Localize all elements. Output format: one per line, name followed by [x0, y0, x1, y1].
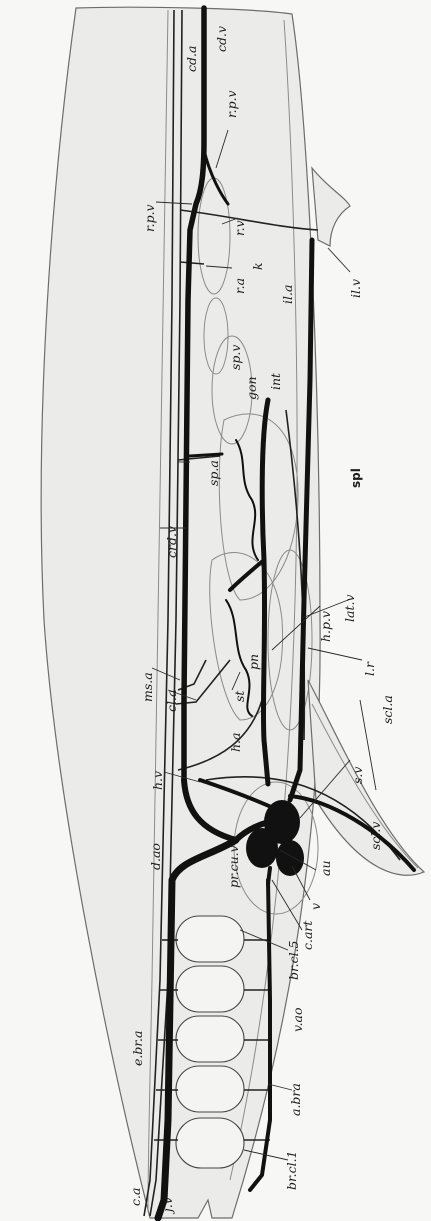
- label-gon: gon: [244, 376, 259, 400]
- label-ilv: il.v: [348, 279, 363, 298]
- label-sv: s.v: [350, 767, 365, 784]
- label-crdv: crd.v: [164, 526, 179, 558]
- label-rpv-right: r.p.v: [224, 90, 239, 118]
- splenic-vein: [190, 454, 222, 456]
- label-abra: a.bra: [288, 1083, 303, 1116]
- label-ca: c.a: [128, 1188, 143, 1206]
- label-ra: r.a: [232, 278, 247, 294]
- label-k: k: [250, 262, 265, 270]
- label-rpv-left: r.p.v: [142, 204, 157, 232]
- label-brcl5: br.cl.5: [286, 940, 301, 980]
- gill-slit-1: [176, 1118, 244, 1168]
- label-cd-a: cd.a: [184, 46, 199, 72]
- label-hv: h.v: [150, 771, 165, 790]
- label-au: au: [318, 860, 333, 876]
- gill-slits: [176, 916, 244, 1168]
- label-scla: scl.a: [380, 695, 395, 724]
- label-hpv: h.p.v: [318, 611, 333, 642]
- label-spv: sp.v: [228, 345, 243, 370]
- label-cd-v: cd.v: [214, 26, 229, 52]
- ventricle: [276, 840, 304, 876]
- pelvic-fin: [312, 168, 350, 246]
- label-ha: h.a: [228, 733, 243, 752]
- label-prcuv: pr.cu.v: [226, 845, 241, 888]
- pectoral-fin: [308, 680, 424, 875]
- gill-slit-2: [176, 1066, 244, 1112]
- label-spl: spl: [349, 468, 363, 488]
- auricle: [246, 828, 278, 868]
- conus-arteriosus: [268, 868, 270, 884]
- label-rv: r.v: [232, 220, 247, 236]
- label-ila: il.a: [280, 285, 295, 304]
- label-vao: v.ao: [290, 1007, 305, 1032]
- gill-slit-3: [176, 1016, 244, 1062]
- label-cart: c.art: [300, 920, 315, 950]
- label-ebra: e.br.a: [130, 1031, 145, 1066]
- leader-ilv: [328, 248, 350, 272]
- label-lr: l.r: [362, 661, 377, 676]
- label-msa: ms.a: [140, 672, 155, 702]
- gill-slit-4: [176, 966, 244, 1012]
- label-int: int: [268, 372, 283, 390]
- label-sclv: scl.v: [368, 822, 383, 850]
- label-spa: sp.a: [206, 460, 221, 486]
- gill-slit-5: [176, 916, 244, 962]
- label-jv: j.v: [160, 1197, 175, 1215]
- label-st: st: [232, 690, 247, 702]
- label-dao: d.ao: [148, 843, 163, 870]
- label-cla: cl.a: [164, 690, 179, 712]
- label-pn: pn: [246, 654, 261, 670]
- label-latv: lat.v: [342, 594, 357, 622]
- label-v: v: [308, 903, 323, 910]
- label-brcl1: br.cl.1: [284, 1150, 299, 1190]
